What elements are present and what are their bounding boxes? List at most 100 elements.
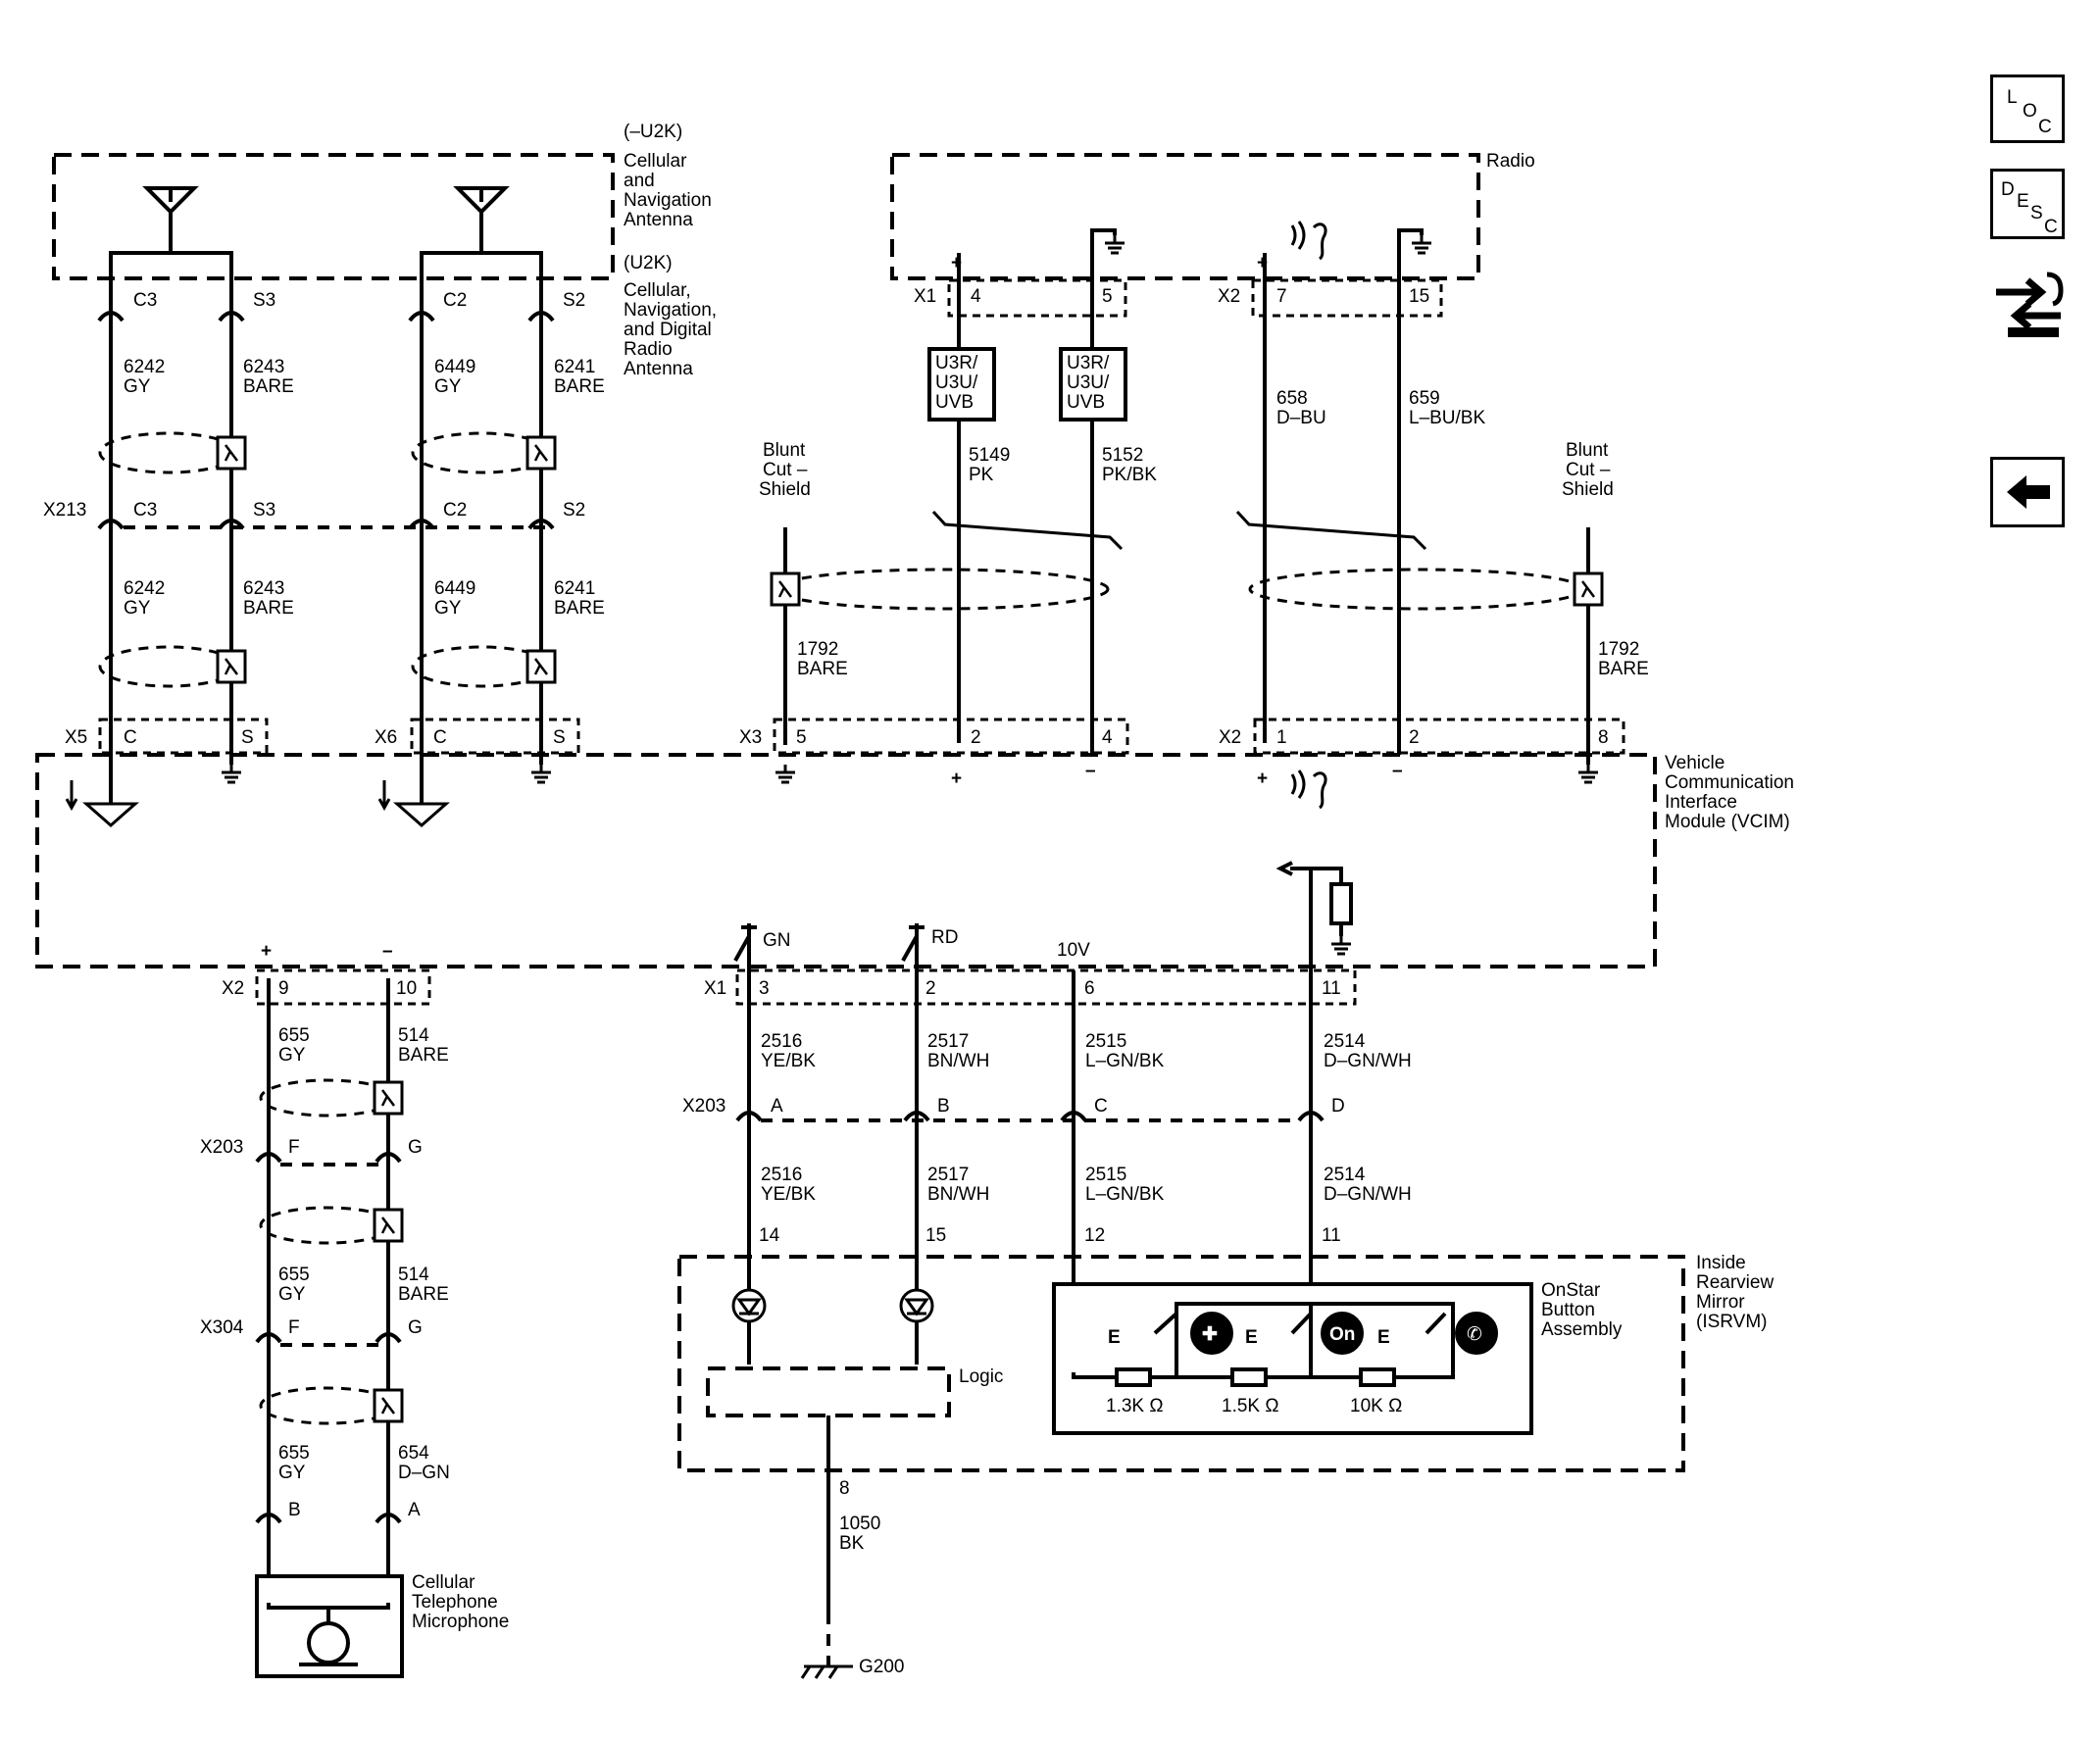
glyph-emergency: ✚ [1202,1324,1218,1345]
diagram-label: 655 [278,1025,310,1046]
button-glyph-e3: E [1377,1327,1390,1348]
diagram-label: 2 [925,978,936,999]
leds [731,1288,934,1323]
diagram-label: C [124,727,137,748]
diagram-label: Vehicle [1665,753,1725,773]
vcim-internal-switches [733,861,1353,962]
diagram-label: C3 [133,500,157,521]
diagram-label: C [1094,1096,1108,1117]
diagram-label: 11 [1322,1225,1341,1246]
diagram-label: Cellular [412,1572,475,1593]
diagram-label: C2 [443,290,467,311]
diagram-label: BARE [243,598,294,619]
button-glyph-e2: E [1245,1327,1258,1348]
diagram-label: 5149 [969,445,1010,466]
option-boxes [927,347,1127,422]
diagram-label: 6243 [243,357,284,377]
microphone-box [255,1574,404,1678]
diagram-label: BARE [1598,659,1649,679]
diagram-label: Cellular, [624,280,691,301]
diagram-label: Mirror [1696,1292,1745,1313]
diagram-label: 6243 [243,578,284,599]
glyph-phone: ✆ [1467,1324,1482,1345]
diagram-label: GY [124,376,151,397]
diagram-label: Telephone [412,1592,498,1613]
diagram-label: – [382,941,393,962]
diagram-label: Rearview [1696,1272,1774,1293]
diagram-label: RD [931,927,958,948]
diagram-label: 8 [839,1478,850,1499]
diagram-label: 2514 [1324,1031,1366,1052]
desc-button[interactable]: D E S C [1990,169,2065,239]
diagram-label: Shield [1562,479,1614,500]
diagram-label: U3R/ [935,353,978,373]
diagram-label: + [1257,769,1268,789]
diagram-label: 5 [1102,286,1113,307]
diagram-label: GN [763,930,791,951]
diagram-label: 654 [398,1443,429,1464]
diagram-label: B [937,1096,950,1117]
diagram-label: 1 [1276,727,1287,748]
diagram-label: – [1392,761,1403,781]
diagram-label: F [288,1137,300,1158]
diagram-label: X203 [682,1096,725,1117]
diagram-label: Assembly [1541,1319,1623,1340]
connector-bodies [98,278,1625,1006]
diagram-label: 15 [1409,286,1429,307]
diagram-label: 1.5K Ω [1222,1396,1279,1416]
diagram-label: Antenna [624,359,693,379]
diagram-label: Button [1541,1300,1595,1320]
diagram-label: and [624,171,655,191]
option-label-2: U3R/U3U/UVB [1067,353,1110,413]
diagram-label: X2 [222,978,244,999]
diagram-label: S2 [563,290,585,311]
diagram-label: X2 [1219,727,1241,748]
diagram-label: L–GN/BK [1085,1184,1165,1205]
diagram-label: 658 [1276,388,1308,409]
diagram-label: D [2001,179,2015,200]
switch-labels: GN RD 10V [763,927,1090,961]
diagram-label: 1792 [1598,639,1639,660]
diagram-label: BARE [797,659,848,679]
diagram-label: D–GN/WH [1324,1051,1412,1071]
diagram-label: 655 [278,1443,310,1464]
diagram-label: S3 [253,290,275,311]
diagram-label: 11 [1322,978,1341,999]
diagram-label: C [433,727,447,748]
diagram-label: BN/WH [927,1051,989,1071]
diagram-label: 2516 [761,1165,802,1185]
diagram-label: GY [434,598,462,619]
diagram-label: D–GN/WH [1324,1184,1412,1205]
diagram-label: Inside [1696,1253,1746,1273]
diagram-label: GY [278,1463,306,1483]
onstar-assembly [1052,1282,1533,1435]
diagram-label: U3U/ [935,372,978,393]
loc-button[interactable]: L O C [1990,74,2065,143]
diagram-label: 10V [1057,940,1090,961]
shield-ellipses [98,431,1585,1425]
diagram-label: Navigation, [624,300,717,321]
vcim-internal-ground [1329,934,1353,956]
diagram-label: BN/WH [927,1184,989,1205]
diagram-label: L [2007,87,2018,108]
diagram-label: 12 [1084,1225,1105,1246]
diagram-label: GY [124,598,151,619]
back-button[interactable] [1990,457,2065,527]
break-lines [931,510,1427,551]
diagram-label: OnStar [1541,1280,1601,1301]
diagram-label: BARE [398,1045,449,1066]
connector-swap-icon[interactable] [1988,263,2069,345]
diagram-label: GY [434,376,462,397]
glyph-onstar: On [1329,1324,1355,1345]
diagram-label: YE/BK [761,1051,816,1071]
diagram-label: 14 [759,1225,780,1246]
diagram-label: 2 [971,727,981,748]
ground-label: G200 [859,1657,904,1677]
diagram-label: 2517 [927,1165,969,1185]
diagram-label: 15 [925,1225,946,1246]
diagram-label: BK [839,1533,865,1554]
diagram-label: Blunt [1566,440,1609,461]
